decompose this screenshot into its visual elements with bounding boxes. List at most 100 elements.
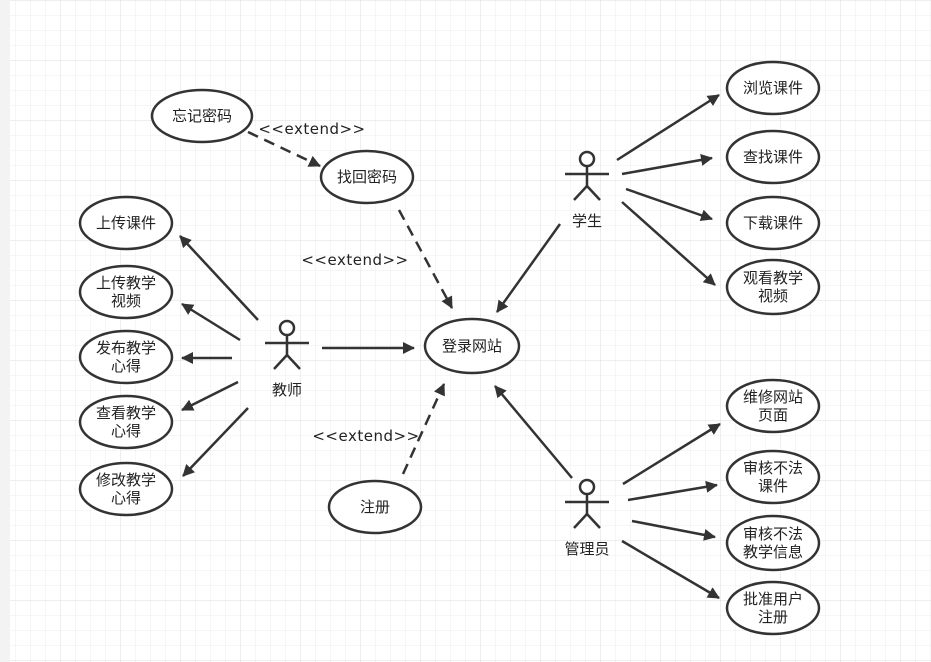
usecase-ellipse: [725, 378, 821, 434]
usecase-label: 视频: [111, 292, 141, 310]
usecase-ellipse: [725, 129, 821, 185]
usecase-label: 修改教学: [96, 471, 156, 489]
actor-label: 管理员: [564, 540, 609, 558]
actor-right-leg: [286, 354, 301, 370]
connectors: [179, 93, 721, 600]
assoc-teacher-upload-video: [181, 302, 241, 342]
usecase-ellipse: [725, 449, 821, 505]
usecase-label: 心得: [111, 422, 141, 440]
usecase-ellipse: [150, 88, 254, 144]
assoc-admin-review-courseware: [627, 480, 718, 502]
usecase-ellipse: [78, 264, 174, 320]
extend-retrieve-to-login: [397, 209, 454, 309]
usecase-label: 注册: [758, 608, 788, 626]
assoc-student-login: [495, 223, 562, 313]
actor-head: [578, 150, 596, 168]
usecase-label: 页面: [758, 406, 788, 424]
usecase-label: 忘记密码: [172, 107, 232, 125]
usecase-upload-courseware: 上传课件: [78, 195, 174, 251]
usecase-label: 心得: [111, 357, 141, 375]
actor-left-leg: [273, 354, 288, 370]
usecase-label: 课件: [758, 477, 788, 495]
usecase-ellipse: [725, 514, 821, 572]
usecase-ellipse: [423, 317, 521, 375]
actor-label: 学生: [572, 212, 602, 230]
usecase-label: 下载课件: [743, 214, 803, 232]
assoc-teacher-edit-experience: [182, 407, 249, 477]
extend-forgot-to-retrieve: [247, 130, 321, 168]
assoc-admin-maintain: [622, 422, 721, 486]
usecase-login: 登录网站: [423, 317, 521, 375]
usecase-ellipse: [725, 258, 821, 316]
usecase-ellipse: [78, 195, 174, 251]
usecase-ellipse: [725, 195, 821, 251]
assoc-admin-approve: [621, 539, 720, 600]
actor-label: 教师: [272, 381, 302, 399]
actor-head: [278, 319, 296, 337]
usecase-label: 找回密码: [337, 168, 397, 186]
usecase-ellipse: [78, 461, 174, 517]
assoc-student-watch: [621, 201, 716, 286]
extend-label-forgot: <<extend>>: [258, 120, 365, 138]
assoc-teacher-upload-courseware: [179, 235, 259, 321]
assoc-student-search: [621, 154, 713, 176]
usecase-label: 视频: [758, 287, 788, 305]
extend-register-to-login: [401, 383, 446, 475]
actor-right-leg: [586, 185, 601, 201]
actor-admin: 管理员: [564, 478, 610, 558]
usecase-label: 心得: [111, 489, 141, 507]
extend-label-register: <<extend>>: [312, 427, 419, 445]
actor-head: [578, 478, 596, 496]
usecase-label: 登录网站: [442, 337, 502, 355]
usecase-ellipse: [78, 394, 174, 450]
usecase-ellipse: [327, 479, 423, 535]
usecase-ellipse: [725, 580, 821, 636]
actor-left-leg: [573, 513, 588, 529]
assoc-student-browse: [616, 93, 720, 162]
actor-left-leg: [573, 185, 588, 201]
left-strip: [0, 0, 10, 662]
actor-right-leg: [586, 513, 601, 529]
usecase-label: 上传课件: [96, 214, 156, 232]
usecase-search-courseware: 查找课件: [725, 129, 821, 185]
assoc-admin-review-info: [631, 519, 716, 541]
usecase-label: 发布教学: [96, 339, 156, 357]
extend-label-retrieve: <<extend>>: [301, 251, 408, 269]
assoc-admin-login: [494, 385, 573, 479]
usecase-label: 浏览课件: [743, 79, 803, 97]
usecase-label: 查看教学: [96, 404, 156, 422]
use-cases: 忘记密码找回密码登录网站注册上传课件上传教学视频发布教学心得查看教学心得修改教学…: [78, 60, 821, 636]
usecase-label: 维修网站: [743, 388, 803, 406]
assoc-student-download: [625, 187, 713, 222]
actor-student: 学生: [565, 150, 609, 230]
usecase-browse-courseware: 浏览课件: [725, 60, 821, 116]
usecase-ellipse: [319, 149, 415, 205]
usecase-label: 查找课件: [743, 148, 803, 166]
usecase-label: 注册: [360, 498, 390, 516]
usecase-ellipse: [725, 60, 821, 116]
usecase-label: 上传教学: [96, 274, 156, 292]
usecase-label: 批准用户: [743, 590, 803, 608]
usecase-label: 观看教学: [743, 269, 803, 287]
usecase-retrieve-password: 找回密码: [319, 149, 415, 205]
usecase-download-courseware: 下载课件: [725, 195, 821, 251]
usecase-register: 注册: [327, 479, 423, 535]
usecase-ellipse: [78, 329, 174, 385]
usecase-label: 审核不法: [743, 459, 803, 477]
usecase-label: 教学信息: [743, 543, 803, 561]
assoc-teacher-view-experience: [181, 380, 239, 412]
usecase-forgot-password: 忘记密码: [150, 88, 254, 144]
actor-teacher: 教师: [265, 319, 309, 399]
